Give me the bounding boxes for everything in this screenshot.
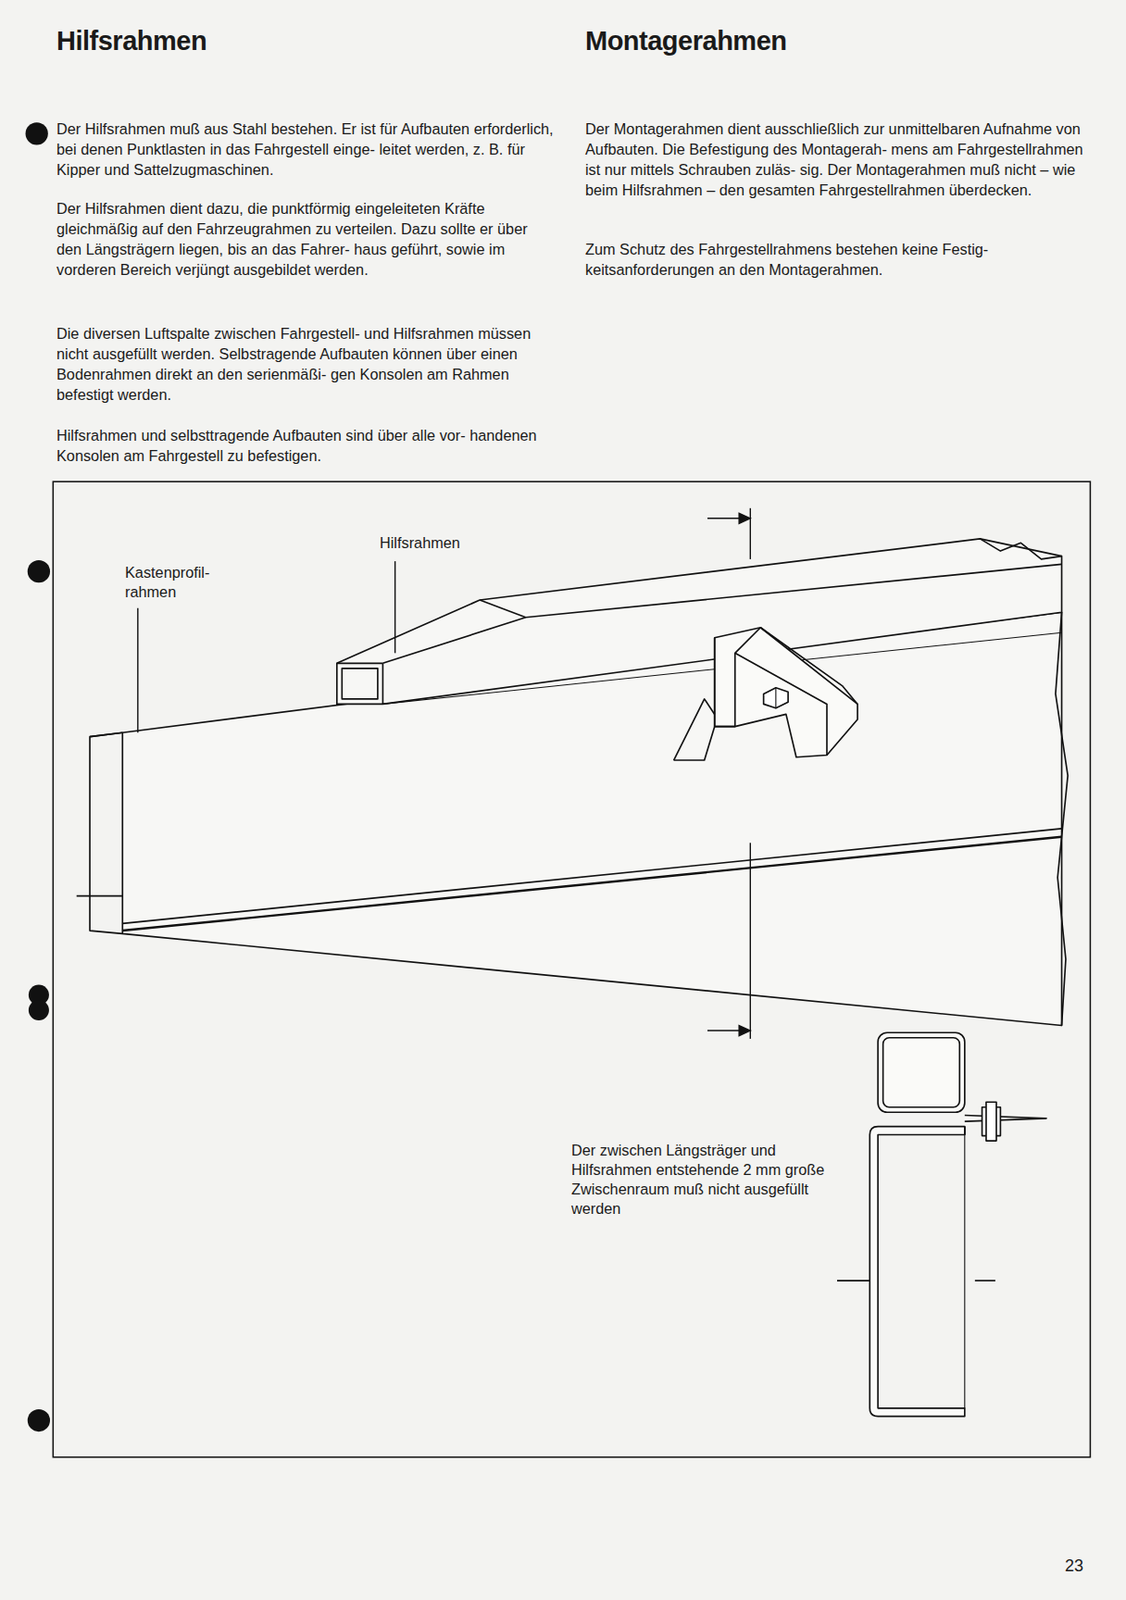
body-paragraph: Hilfsrahmen und selbsttragende Aufbauten… <box>56 425 557 466</box>
part-label: Kastenprofil- rahmen <box>123 563 229 602</box>
body-paragraph: Zum Schutz des Fahrgestellrahmens besteh… <box>585 238 1090 280</box>
body-paragraph: Der Montagerahmen dient ausschließlich z… <box>585 118 1090 201</box>
body-paragraph: Die diversen Luftspalte zwischen Fahrges… <box>56 323 557 405</box>
note-label: Der zwischen Längsträger und Hilfsrahmen… <box>569 1140 838 1219</box>
body-paragraph: Der Hilfsrahmen dient dazu, die punktför… <box>56 198 557 280</box>
body-paragraph: Der Hilfsrahmen muß aus Stahl bestehen. … <box>56 118 557 180</box>
section-heading: Hilfsrahmen <box>56 22 576 60</box>
part-label: Hilfsrahmen <box>377 533 463 553</box>
page-number: 23 <box>1064 1555 1102 1577</box>
section-heading: Montagerahmen <box>585 22 1104 60</box>
